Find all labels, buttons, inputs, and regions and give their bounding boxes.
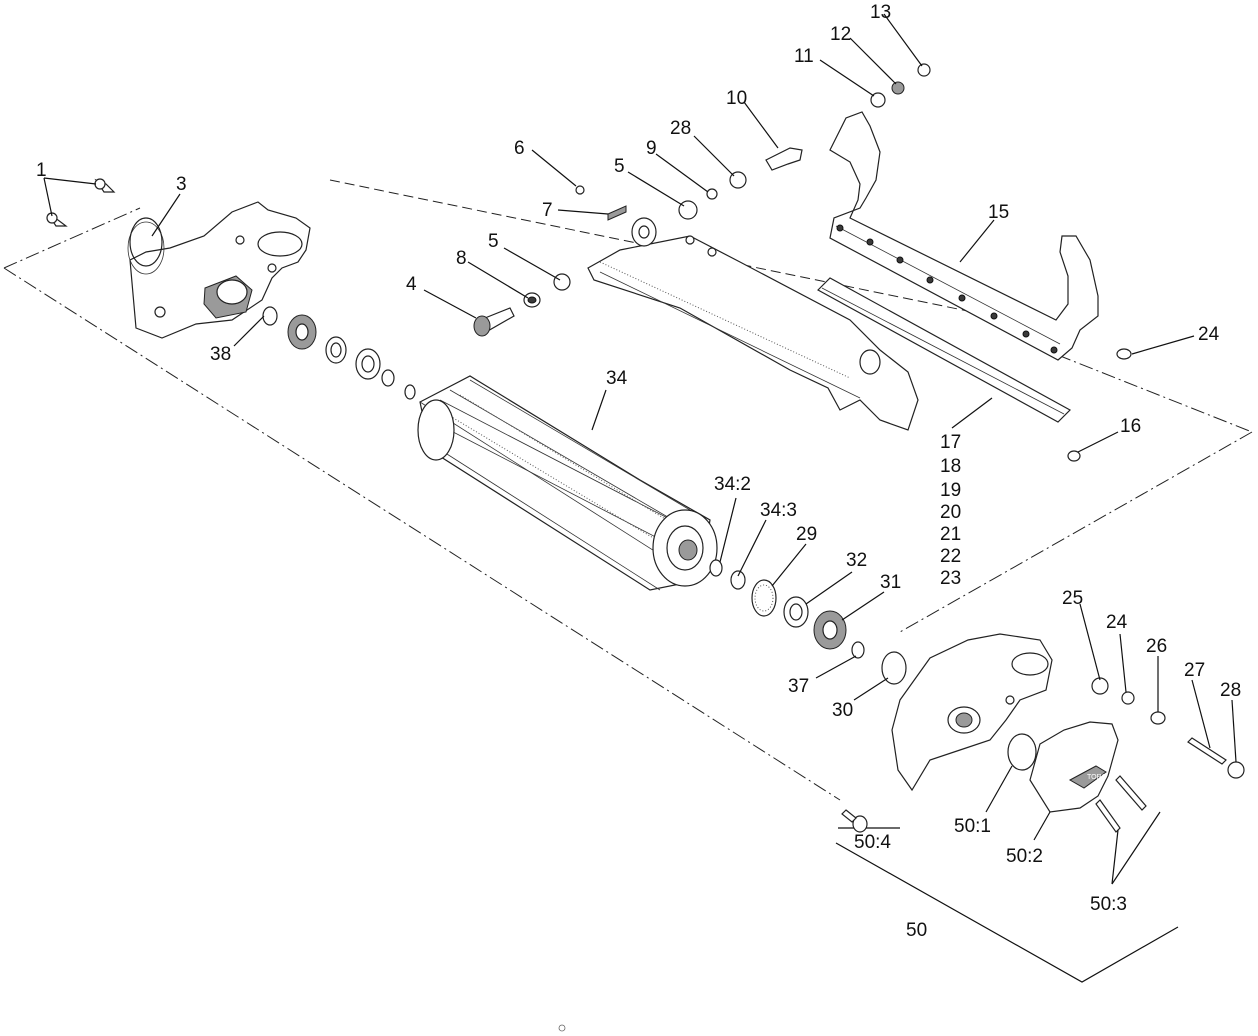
callout-34: 34 xyxy=(606,368,628,389)
screw-16 xyxy=(1067,450,1081,462)
callout-50-3: 50:3 xyxy=(1090,894,1127,915)
cover-bolts-50-3 xyxy=(1095,775,1147,833)
leader-lines xyxy=(43,13,1237,885)
kit-bracket-50 xyxy=(835,827,1179,983)
callout-27: 27 xyxy=(1184,660,1205,681)
screw-50-4 xyxy=(841,809,868,833)
callout-3: 3 xyxy=(176,174,187,195)
right-side-plate xyxy=(891,633,1053,792)
callout-29: 29 xyxy=(796,524,817,545)
callout-6: 6 xyxy=(514,138,525,159)
assembly-boundary xyxy=(3,179,1253,801)
cover-brand-mark: TORO xyxy=(1087,774,1108,781)
callout-31: 31 xyxy=(880,572,901,593)
callout-25: 25 xyxy=(1062,588,1083,609)
o-ring-50-1 xyxy=(1007,733,1037,771)
callout-8: 8 xyxy=(456,248,467,269)
callout-13: 13 xyxy=(870,2,891,23)
drive-cover: TORO xyxy=(1029,721,1119,813)
callout-9: 9 xyxy=(646,138,657,159)
callout-34-2: 34:2 xyxy=(714,474,751,495)
callout-28-top: 28 xyxy=(670,118,691,139)
callout-21: 21 xyxy=(940,524,961,545)
callout-17: 17 xyxy=(940,432,961,453)
callout-labels: 1 3 4 5 5 6 7 8 9 10 11 12 13 15 16 17 1… xyxy=(36,2,1241,941)
callout-5-lower: 5 xyxy=(488,231,499,252)
callout-1: 1 xyxy=(36,160,47,181)
footer-mark xyxy=(558,1024,566,1032)
callout-10: 10 xyxy=(726,88,747,109)
callout-30: 30 xyxy=(832,700,853,721)
washer-24-top xyxy=(1116,348,1132,360)
callout-38: 38 xyxy=(210,344,231,365)
callout-50-4: 50:4 xyxy=(854,832,891,853)
callout-23: 23 xyxy=(940,568,961,589)
callout-28-right: 28 xyxy=(1220,680,1241,701)
callout-37: 37 xyxy=(788,676,809,697)
callout-18: 18 xyxy=(940,456,961,477)
callout-34-3: 34:3 xyxy=(760,500,797,521)
center-frame xyxy=(587,217,919,431)
left-side-plate xyxy=(127,201,311,339)
bearing-stack-right xyxy=(709,559,907,685)
callout-15: 15 xyxy=(988,202,1009,223)
callout-22: 22 xyxy=(940,546,961,567)
callout-20: 20 xyxy=(940,502,961,523)
screws-1 xyxy=(46,178,116,227)
cutting-reel xyxy=(417,375,718,591)
callout-12: 12 xyxy=(830,24,851,45)
callout-7: 7 xyxy=(542,200,553,221)
callout-32: 32 xyxy=(846,550,867,571)
callout-19: 19 xyxy=(940,480,961,501)
callout-4: 4 xyxy=(406,274,417,295)
callout-26: 26 xyxy=(1146,636,1167,657)
callout-24-right: 24 xyxy=(1106,612,1128,633)
callout-24-top: 24 xyxy=(1198,324,1220,345)
bearing-stack-left xyxy=(262,306,416,400)
callout-16: 16 xyxy=(1120,416,1141,437)
o-ring-3 xyxy=(129,217,163,267)
callout-50-1: 50:1 xyxy=(954,816,991,837)
callout-11: 11 xyxy=(794,46,814,67)
bedknife xyxy=(817,277,1071,423)
callout-50-2: 50:2 xyxy=(1006,846,1043,867)
callout-50: 50 xyxy=(906,920,927,941)
callout-5-upper: 5 xyxy=(614,156,625,177)
bedbar xyxy=(829,111,1099,361)
